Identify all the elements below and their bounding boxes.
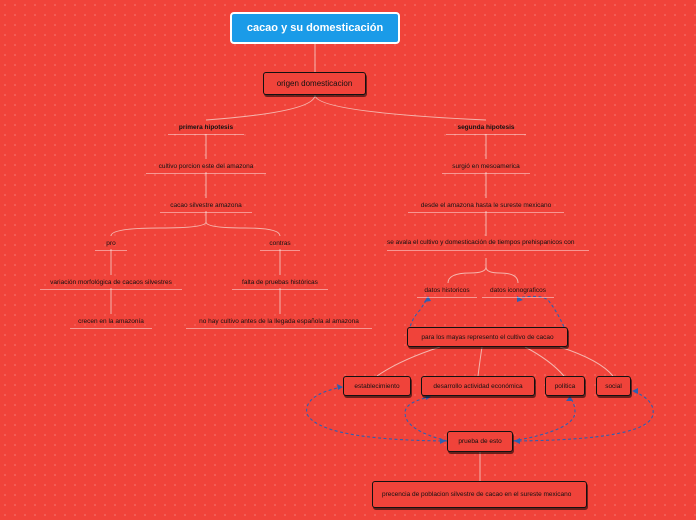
proof-node[interactable]: prueba de esto <box>447 431 513 452</box>
data-historic-node[interactable]: datos historicos <box>417 287 477 298</box>
root-node[interactable]: origen domesticacion <box>263 72 366 95</box>
map-title[interactable]: cacao y su domesticación <box>230 12 400 44</box>
presence-node[interactable]: precencia de poblacion silvestre de caca… <box>372 481 587 508</box>
contra-node[interactable]: contras <box>260 240 300 251</box>
connector-root-first <box>205 94 316 121</box>
mayas-node[interactable]: para los mayas represento el cultivo de … <box>407 327 568 347</box>
connector-first-contra <box>205 221 281 237</box>
dashed-link-proof-social <box>512 390 654 442</box>
second-hypothesis-node[interactable]: segunda hipotesis <box>446 124 526 135</box>
pro-item1-node[interactable]: variación morfológica de cacaos silvestr… <box>40 279 182 290</box>
arrowhead-establecimiento <box>337 384 343 390</box>
dashed-link-proof-establecimiento <box>306 386 448 442</box>
desarrollo-node[interactable]: desarrollo actividad económica <box>421 376 535 396</box>
pro-node[interactable]: pro <box>95 240 127 251</box>
connector-step3-icono <box>485 266 519 284</box>
connector-step3-historic <box>447 258 487 284</box>
arrowhead-proof-left <box>440 438 446 444</box>
arrowhead-social <box>632 388 638 394</box>
first-hypothesis-node[interactable]: primera hipotesis <box>168 124 244 135</box>
connector-mayas-politica <box>524 346 565 377</box>
first-step2-node[interactable]: cacao silvestre amazona <box>160 202 252 213</box>
arrowhead-proof-right <box>514 438 520 444</box>
connector-first-pro <box>110 211 207 237</box>
connector-mayas-social <box>559 346 614 377</box>
pro-item2-node[interactable]: crecen en la amazonía <box>70 318 152 329</box>
contra-item1-node[interactable]: falta de pruebas históricas <box>232 279 328 290</box>
dashed-link-proof-desarrollo <box>404 396 448 442</box>
connector-root-second <box>314 94 487 121</box>
dashed-link-proof-politica <box>512 396 576 442</box>
dashed-link-mayas-icono <box>517 295 569 338</box>
connector-mayas-desarrollo <box>477 346 483 377</box>
arrowhead-politica <box>566 396 573 401</box>
establecimiento-node[interactable]: establecimiento <box>343 376 411 396</box>
arrowhead-icono <box>517 296 523 302</box>
second-step1-node[interactable]: surgió en mesoamerica <box>442 163 530 174</box>
data-icono-node[interactable]: datos iconograficos <box>482 287 554 298</box>
second-step2-node[interactable]: desde el amazona hasta le sureste mexica… <box>408 202 564 213</box>
politica-node[interactable]: política <box>545 376 585 396</box>
arrowhead-historic <box>424 296 431 302</box>
contra-item2-node[interactable]: no hay cultivo antes de la llegada españ… <box>186 318 372 329</box>
first-step1-node[interactable]: cultivo porcion este del amazona <box>146 163 266 174</box>
social-node[interactable]: social <box>596 376 631 396</box>
second-step3-node[interactable]: se avala el cultivo y domesticación de t… <box>387 239 589 251</box>
connector-mayas-establecimiento <box>376 346 441 377</box>
